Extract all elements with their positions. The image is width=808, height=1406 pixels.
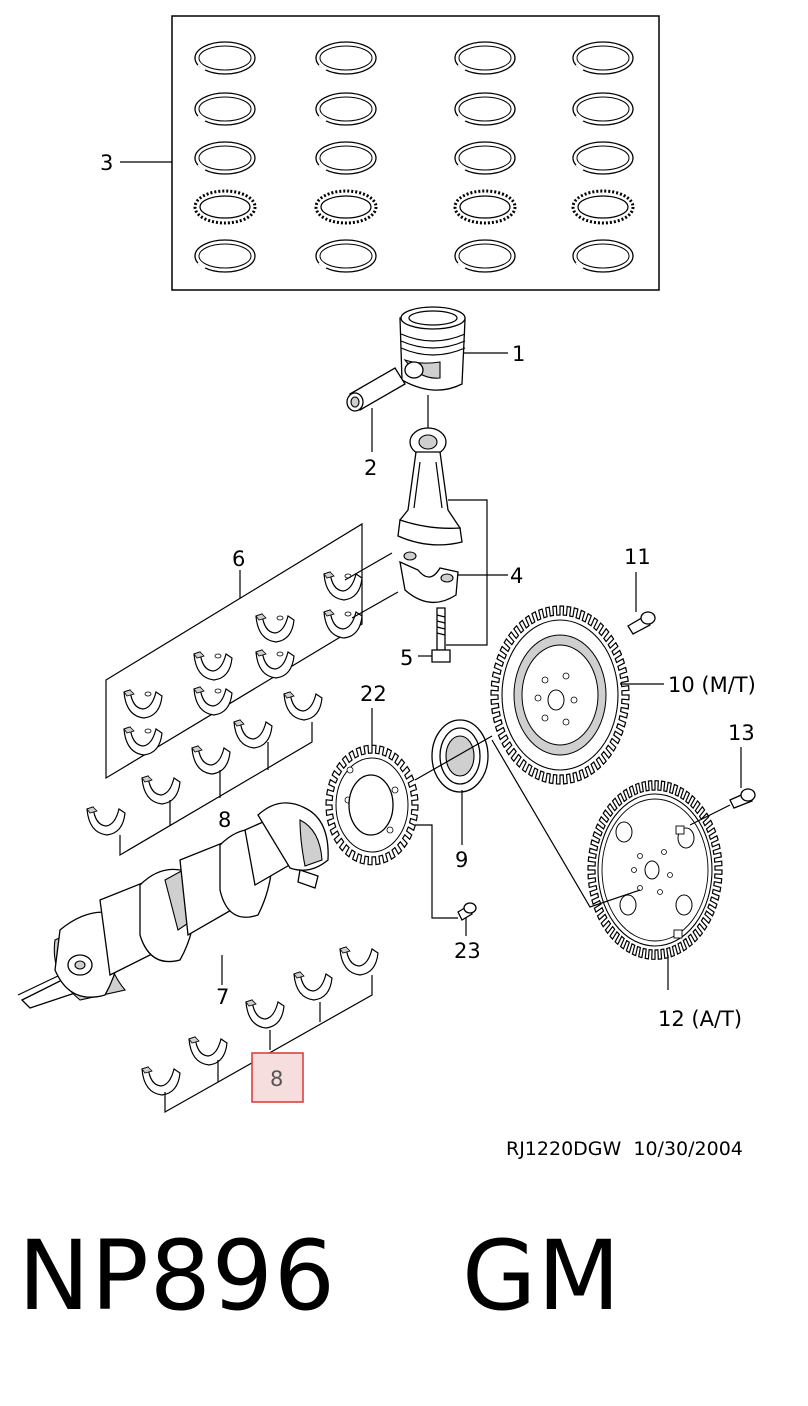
callout-5: 5: [400, 646, 413, 670]
main-bearing-shell: [191, 745, 231, 775]
piston-ring: [194, 92, 256, 126]
rod-bearing-shell: [193, 651, 233, 681]
piston-ring: [572, 41, 634, 75]
piston-ring: [193, 189, 257, 225]
callout-6: 6: [232, 547, 245, 571]
callout-22: 22: [360, 682, 387, 706]
main-bearing-shell: [339, 946, 379, 976]
rod-bearing-shell: [323, 609, 363, 639]
piston-ring: [314, 189, 378, 225]
main-bearing-shell: [86, 806, 126, 836]
callout-12: 12 (A/T): [658, 1007, 742, 1031]
main-bearing-shell: [283, 691, 323, 721]
main-bearings-upper: [86, 691, 323, 857]
callout-1: 1: [512, 342, 525, 366]
callout-9: 9: [455, 848, 468, 872]
piston-ring-set: [171, 15, 660, 291]
main-bearing-shell: [141, 775, 181, 805]
piston: [399, 306, 466, 391]
piston-ring: [194, 41, 256, 75]
main-bearing-shell: [233, 719, 273, 749]
callout-3: 3: [100, 151, 113, 175]
callout-13: 13: [728, 721, 755, 745]
part-code: NP896 GM: [18, 1220, 622, 1332]
connecting-rod: [397, 395, 463, 546]
crankshaft: [17, 802, 329, 1009]
piston-ring: [194, 141, 256, 175]
flexplate-automatic: [587, 780, 723, 960]
drawing-reference: RJ1220DGW 10/30/2004: [506, 1138, 743, 1160]
callout-8-lower: 8: [270, 1067, 283, 1091]
piston-ring: [315, 92, 377, 126]
callout-7: 7: [216, 985, 229, 1009]
piston-ring: [571, 189, 635, 225]
rod-bearing-shell: [123, 726, 163, 756]
main-bearing-shell: [141, 1066, 181, 1096]
crankshaft-sprocket: [325, 744, 419, 866]
highlight-box: [251, 1052, 304, 1103]
callout-10: 10 (M/T): [668, 673, 756, 697]
piston-ring: [572, 239, 634, 273]
rear-oil-seal: [431, 719, 489, 793]
main-bearings-lower: [141, 946, 379, 1114]
main-bearing-shell: [293, 971, 333, 1001]
callout-8-upper: 8: [218, 808, 231, 832]
piston-ring: [315, 239, 377, 273]
sprocket-bolt: [457, 902, 477, 921]
rod-bearing-shell: [123, 689, 163, 719]
rod-bearing-shell: [255, 613, 295, 643]
piston-pin: [346, 367, 406, 412]
flywheel-manual: [490, 605, 630, 785]
callout-23: 23: [454, 939, 481, 963]
piston-ring: [454, 41, 516, 75]
connecting-rod-cap: [399, 551, 459, 603]
callout-4: 4: [510, 564, 523, 588]
rod-bearing-shell: [323, 571, 363, 601]
piston-ring: [315, 141, 377, 175]
rod-bolt: [431, 607, 451, 663]
piston-ring: [454, 239, 516, 273]
piston-ring: [315, 41, 377, 75]
piston-ring: [453, 189, 517, 225]
piston-ring: [454, 92, 516, 126]
rod-bearing-shell: [255, 649, 295, 679]
piston-ring: [572, 92, 634, 126]
rod-bearing-shell: [193, 686, 233, 716]
flexplate-bolt: [729, 788, 756, 809]
piston-ring: [454, 141, 516, 175]
callout-2: 2: [364, 456, 377, 480]
main-bearing-shell: [245, 999, 285, 1029]
piston-ring: [194, 239, 256, 273]
main-bearing-shell: [188, 1036, 228, 1066]
piston-ring: [572, 141, 634, 175]
callout-11: 11: [624, 545, 651, 569]
flywheel-bolt: [627, 611, 656, 635]
